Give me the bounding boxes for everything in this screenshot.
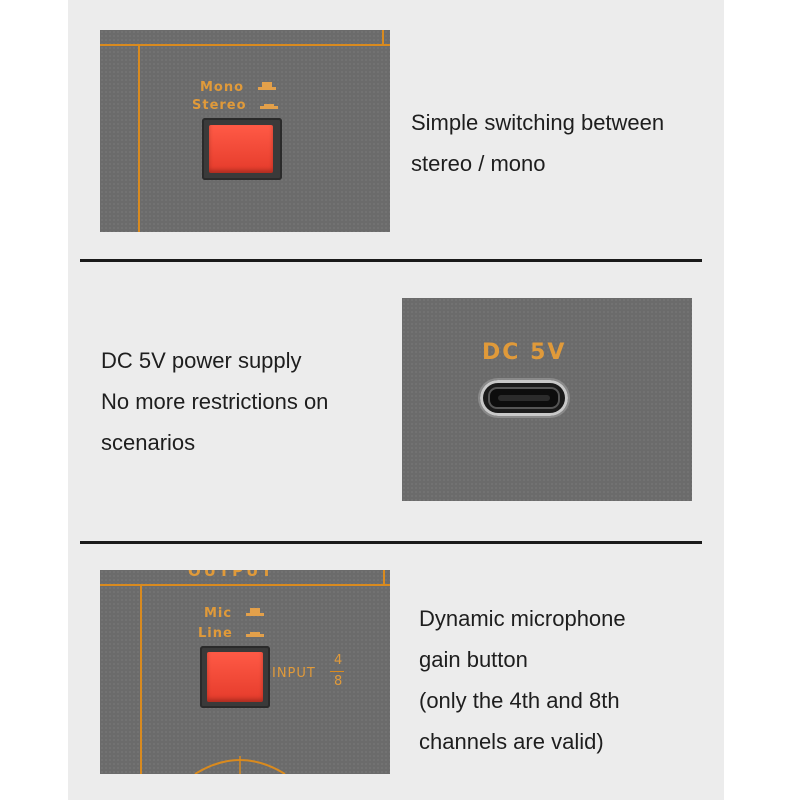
- mic-switch-up-icon: [246, 608, 264, 617]
- mic-label: Mic: [204, 606, 233, 621]
- mic-line-photo: OUTPUT Mic Line INPUT 4 8: [100, 570, 390, 774]
- gain-caption: Dynamic microphone gain button (only the…: [419, 598, 626, 762]
- line-switch-down-icon: [246, 629, 264, 638]
- mono-switch-up-icon: [258, 82, 276, 91]
- fraction-bar: [330, 671, 344, 672]
- caption-line: DC 5V power supply: [101, 348, 302, 373]
- dc-5v-photo: DC 5V: [402, 298, 692, 501]
- stereo-label: Stereo: [192, 98, 247, 113]
- power-caption: DC 5V power supply No more restrictions …: [101, 340, 328, 463]
- section-divider-2: [80, 541, 702, 544]
- mono-stereo-caption: Simple switching between stereo / mono: [411, 102, 664, 184]
- stereo-switch-down-icon: [260, 101, 278, 110]
- usb-c-port-tongue: [498, 395, 550, 401]
- input-label: INPUT: [272, 666, 316, 681]
- dc-5v-label: DC 5V: [482, 340, 567, 365]
- caption-line: Simple switching between: [411, 110, 665, 135]
- panel-outline-top: [100, 44, 390, 46]
- caption-line: channels are valid): [419, 729, 604, 754]
- input-number-8: 8: [334, 674, 344, 689]
- caption-line: scenarios: [101, 430, 196, 455]
- caption-line: gain button: [419, 647, 528, 672]
- panel-outline-left: [138, 44, 140, 232]
- panel-outline-top: [100, 584, 390, 586]
- mono-stereo-switch-button[interactable]: [209, 125, 273, 173]
- caption-line: stereo / mono: [411, 151, 546, 176]
- caption-line: Dynamic microphone: [419, 606, 626, 631]
- line-label: Line: [198, 626, 233, 641]
- caption-line: No more restrictions on: [101, 389, 329, 414]
- panel-outline-left: [140, 584, 142, 774]
- mono-label: Mono: [200, 80, 245, 95]
- mono-stereo-photo: Mono Stereo: [100, 30, 390, 232]
- panel-outline-right: [383, 570, 385, 586]
- caption-line: (only the 4th and 8th: [419, 688, 620, 713]
- input-number-4: 4: [334, 653, 344, 668]
- mic-line-gain-button[interactable]: [207, 652, 263, 702]
- output-label: OUTPUT: [188, 570, 275, 580]
- panel-outline-right: [382, 30, 384, 46]
- knob-arc: [194, 756, 286, 774]
- section-divider-1: [80, 259, 702, 262]
